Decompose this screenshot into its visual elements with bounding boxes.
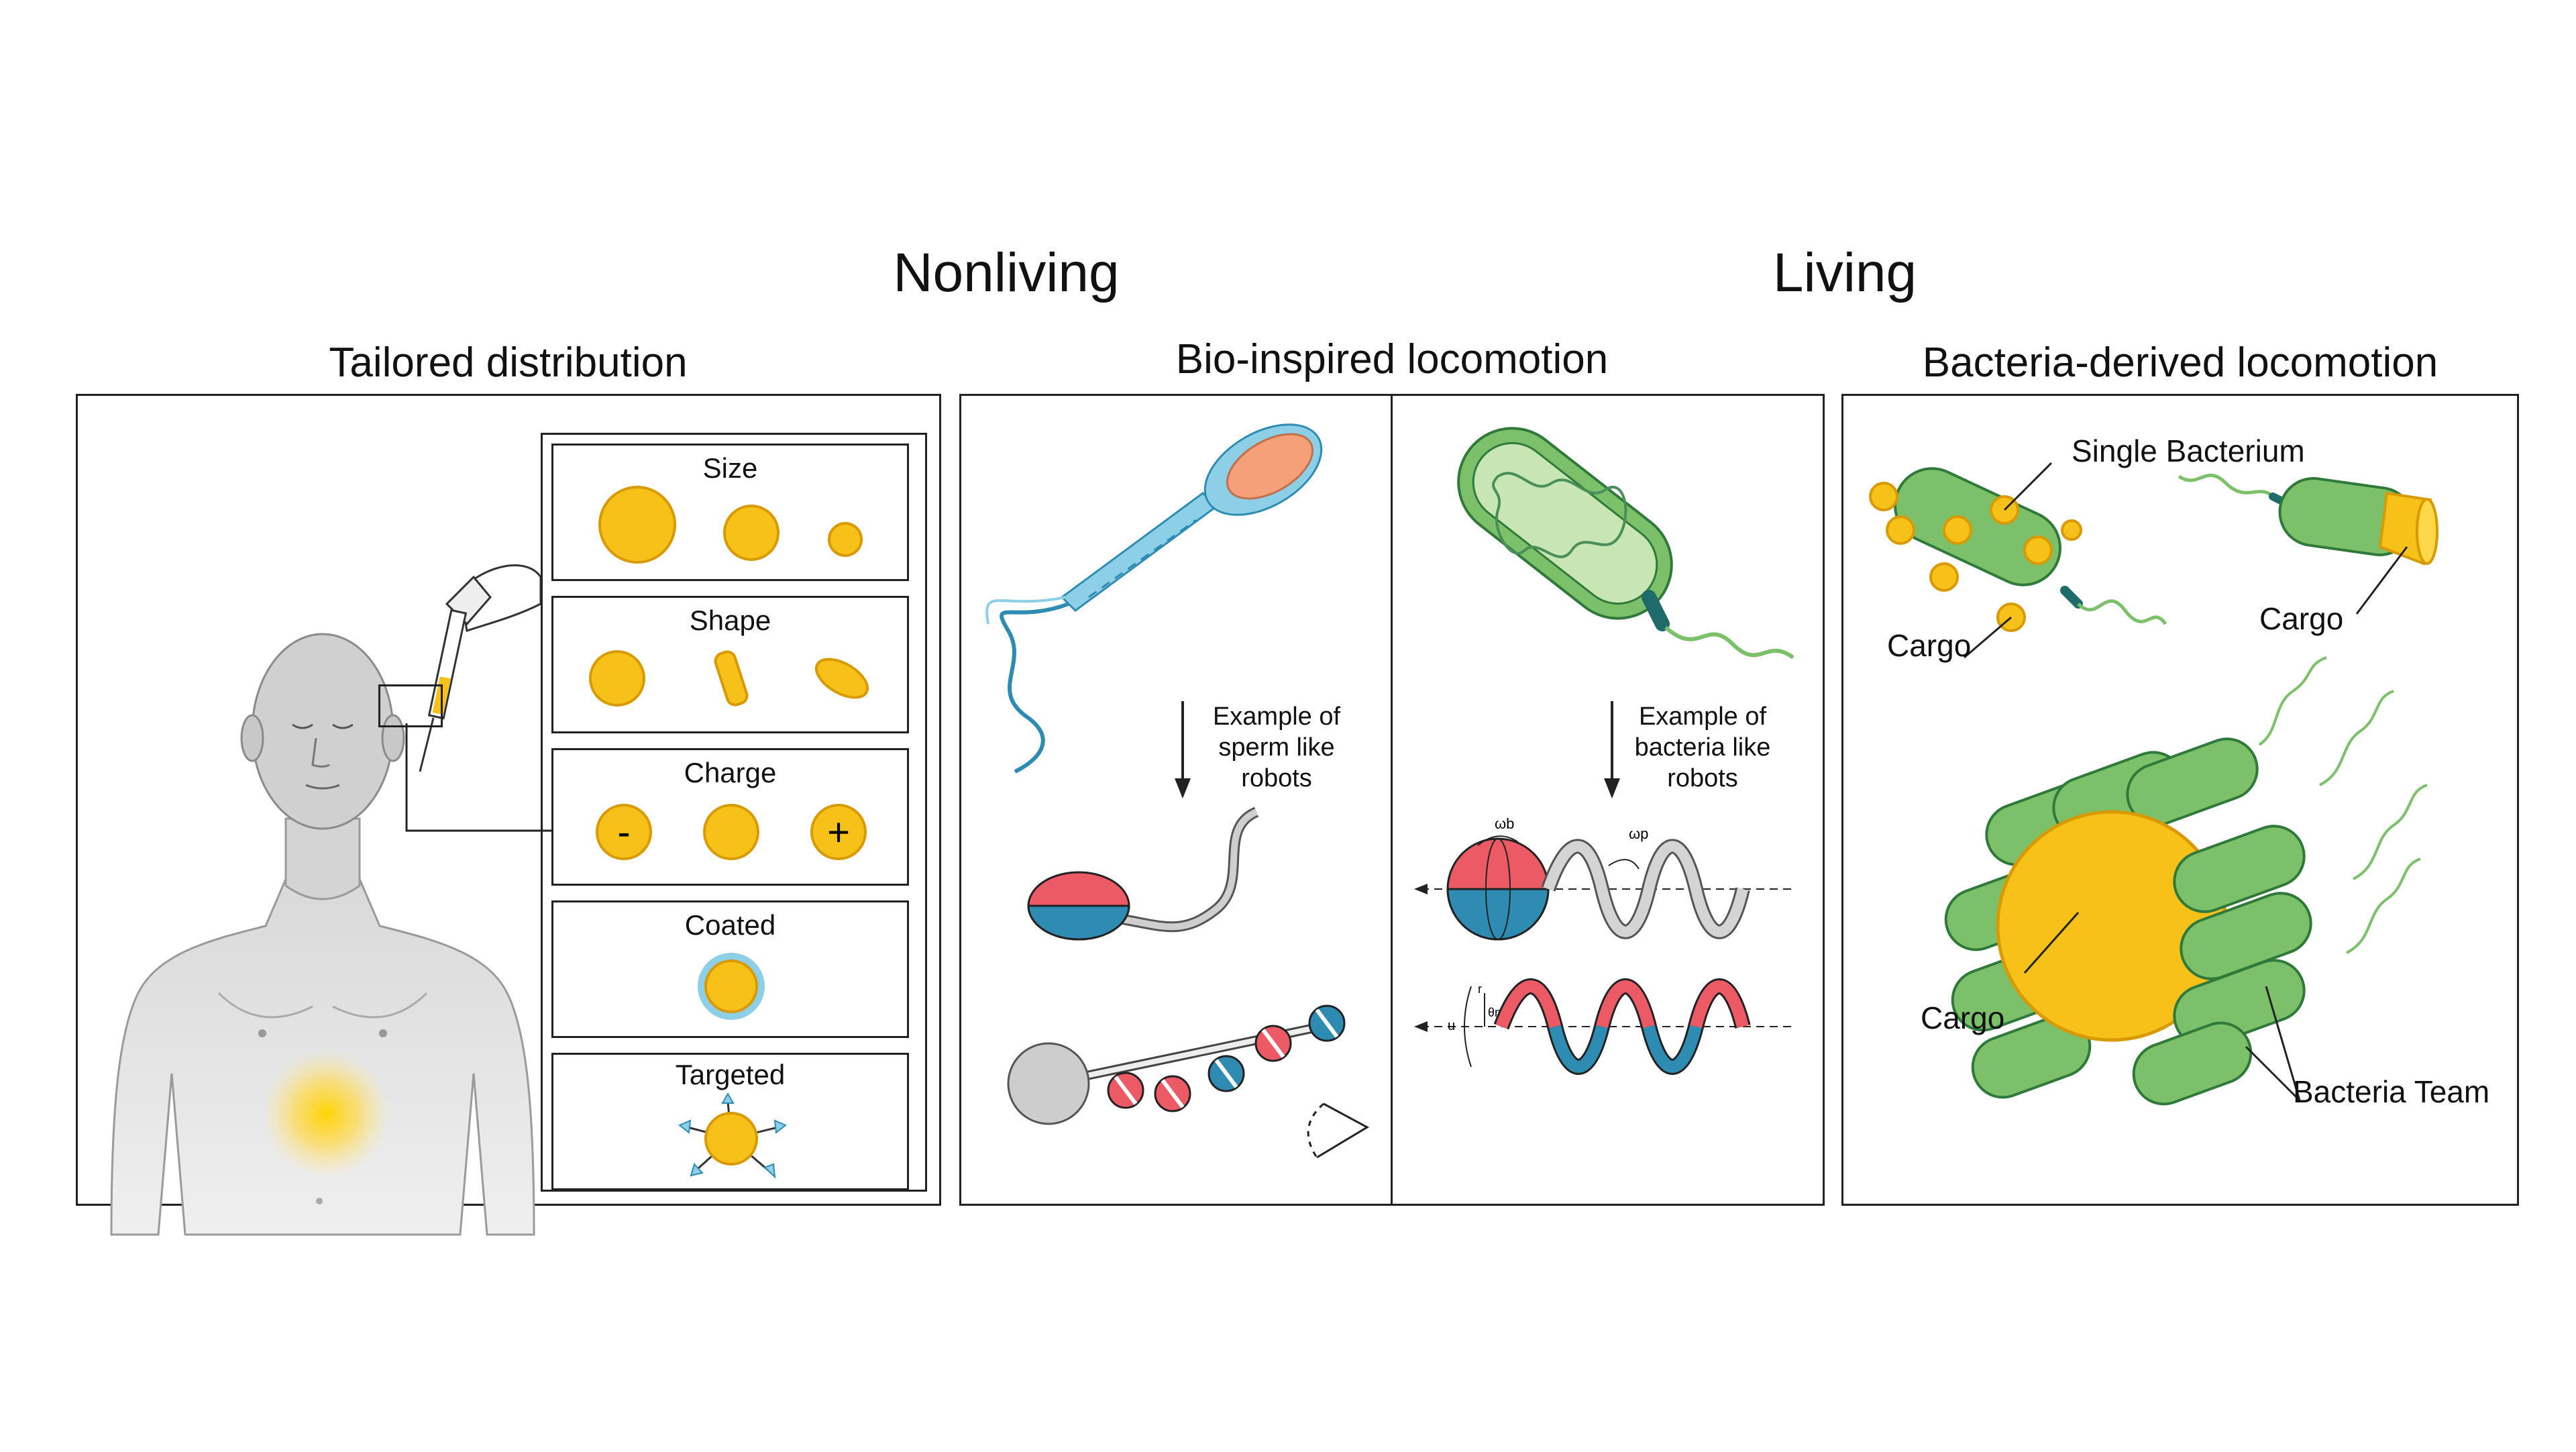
size-box: Size: [551, 444, 909, 581]
connector-line: [405, 723, 613, 832]
single-bacterium-cargo: [1869, 462, 2167, 659]
cargo-label-1: Cargo: [1887, 628, 1972, 663]
shape-box: Shape: [551, 596, 909, 733]
tailored-title: Tailored distribution: [329, 340, 688, 386]
injection-site-box: [378, 684, 443, 727]
sperm-example-line-1: Example of: [1212, 703, 1341, 731]
bacteria-title: Bacteria-derived locomotion: [1922, 340, 2438, 386]
bio-title: Bio-inspired locomotion: [1175, 336, 1609, 382]
bacteria-panel: Single Bacterium Cargo Cargo: [1841, 394, 2519, 1206]
bio-panel: Example of sperm like robots: [959, 394, 1825, 1206]
charge-box: Charge - +: [551, 748, 909, 886]
sperm-example-text: Example of sperm like robots: [1196, 701, 1357, 794]
bacteria-example-line-3: robots: [1667, 764, 1738, 792]
bacterium-cone-cargo: [2178, 473, 2438, 615]
sperm-cell: [985, 423, 1323, 774]
cargo-label-3: Cargo: [1921, 1000, 2005, 1035]
sperm-robot: [1027, 807, 1259, 941]
tailored-panel: Size Shape Charge - +: [76, 394, 941, 1236]
human-figure: [110, 633, 535, 1236]
sperm-example-line-3: robots: [1241, 764, 1312, 792]
bacteria-example-text: Example of bacteria like robots: [1615, 701, 1790, 794]
bacteria-team: [1944, 656, 2428, 1106]
helix-robot-ball: ωb ωp: [1414, 815, 1796, 941]
chain-robot: [1007, 1004, 1370, 1159]
single-bacterium-label: Single Bacterium: [2072, 433, 2305, 468]
omega-b-label: ωb: [1495, 815, 1514, 832]
negative-sign: -: [617, 811, 630, 854]
heading-nonliving: Nonliving: [893, 242, 1120, 303]
u-label: u: [1448, 1019, 1455, 1033]
targeted-label: Targeted: [675, 1059, 786, 1090]
bacteria-team-label: Bacteria Team: [2293, 1074, 2490, 1109]
bacteria-example-line-2: bacteria like: [1634, 733, 1771, 762]
coated-box: Coated: [551, 900, 909, 1038]
bio-divider: [1391, 396, 1393, 1204]
coated-label: Coated: [684, 909, 776, 941]
sperm-example-line-2: sperm like: [1218, 733, 1335, 762]
targeted-box: Targeted: [551, 1053, 909, 1190]
helix-robot-ribbon: u r θm: [1414, 978, 1796, 1075]
sperm-down-arrow: [1175, 701, 1191, 798]
property-list: Size Shape Charge - +: [541, 433, 927, 1192]
r-label: r: [1478, 982, 1482, 996]
heading-living: Living: [1772, 242, 1917, 303]
omega-p-label: ωp: [1629, 825, 1648, 842]
bacterium-cell: [1457, 427, 1794, 660]
bacteria-down-arrow: [1604, 701, 1620, 798]
charge-label: Charge: [684, 757, 777, 788]
shape-label: Shape: [689, 605, 771, 636]
size-label: Size: [702, 452, 758, 484]
cargo-label-2: Cargo: [2259, 601, 2344, 636]
positive-sign: +: [827, 811, 850, 854]
bacteria-example-line-1: Example of: [1638, 703, 1767, 731]
